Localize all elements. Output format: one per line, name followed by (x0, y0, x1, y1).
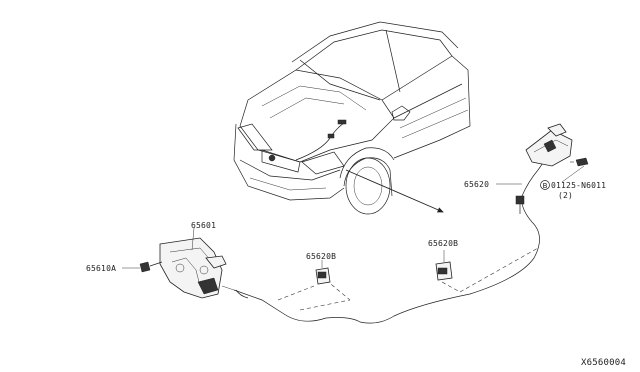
label-bolt-code: 01125-N6011 (551, 181, 606, 190)
circle-b-icon (540, 180, 550, 190)
hood-lock-control (159, 237, 235, 299)
diagram-code: X6560004 (581, 358, 626, 368)
hood-release-handle (515, 123, 573, 214)
bolt-65610a (139, 261, 163, 273)
clip-right (435, 261, 453, 281)
label-bolt-lock: 65610A (86, 264, 116, 273)
hood-lock-cable (233, 149, 553, 324)
svg-text:B: B (543, 182, 548, 190)
leader-arrow (345, 169, 444, 213)
label-clip-left: 65620B (306, 252, 336, 261)
label-clip-right: 65620B (428, 239, 458, 248)
clip-left (315, 267, 331, 285)
label-hood-lock-cable: 65620 (464, 180, 489, 189)
handle-bolt (570, 157, 589, 167)
label-hood-lock-control: 65601 (191, 221, 216, 230)
car-illustration (233, 21, 471, 215)
label-bolt-qty: (2) (558, 191, 573, 200)
